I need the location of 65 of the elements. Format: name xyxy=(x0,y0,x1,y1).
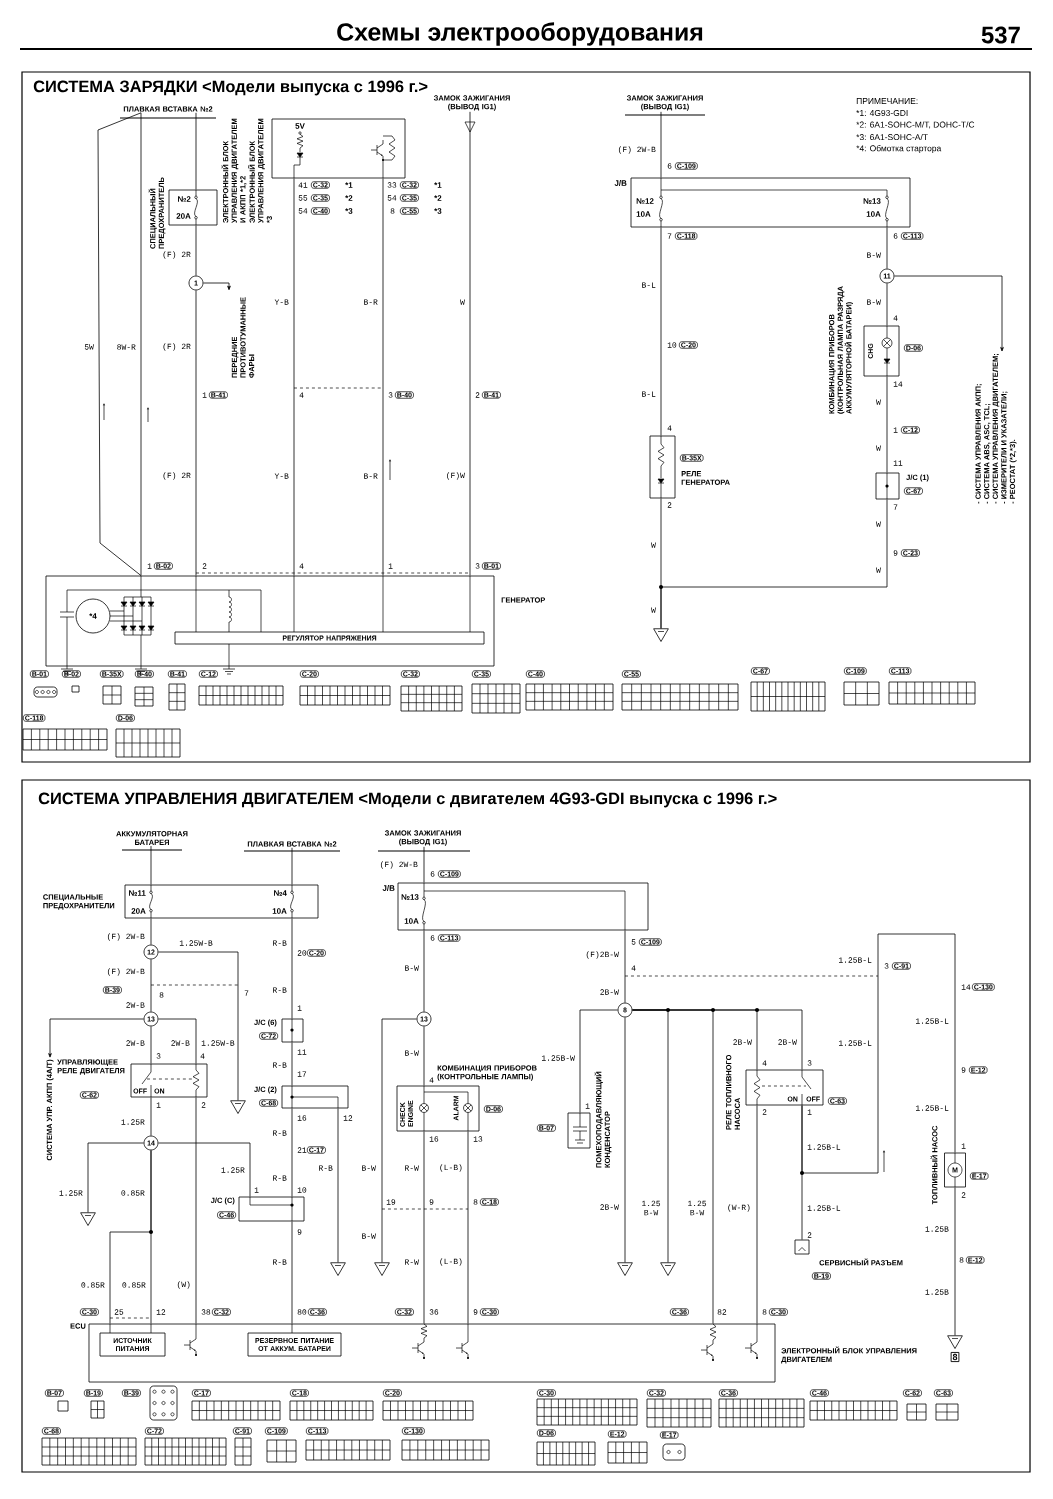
wire xyxy=(150,1097,152,1136)
wire xyxy=(660,111,662,178)
wire xyxy=(801,933,956,1174)
page-title: Схемы электрооборудования xyxy=(337,22,703,46)
wire xyxy=(624,930,626,1003)
section-heading: СИСТЕМА ЗАРЯДКИ <Модели выпуска с 1996 г.> xyxy=(33,80,428,96)
wire xyxy=(632,1009,803,1070)
wire xyxy=(291,918,293,1019)
wire xyxy=(195,1097,197,1324)
wire xyxy=(423,1131,425,1324)
ground-symbol xyxy=(330,1262,346,1276)
wire xyxy=(337,1108,339,1263)
wire xyxy=(158,1018,197,1064)
wire xyxy=(291,1042,293,1086)
wire xyxy=(109,1150,152,1324)
wire xyxy=(467,1131,469,1324)
wire xyxy=(158,1142,251,1197)
wire xyxy=(624,1017,626,1263)
wire xyxy=(293,178,295,576)
wire xyxy=(195,225,197,276)
wire xyxy=(382,178,384,576)
note-text: ПРИМЕЧАНИЕ: xyxy=(856,98,918,104)
ground-symbol xyxy=(80,1212,96,1226)
arrow xyxy=(203,282,231,291)
wire xyxy=(381,1018,417,1263)
wire xyxy=(158,951,239,1101)
note-text: *1: 4G93-GDI xyxy=(856,110,908,116)
note-text: *3: 6A1-SOHC-A/T xyxy=(856,133,928,141)
wire xyxy=(886,376,888,473)
wire xyxy=(195,290,197,576)
ground-symbol xyxy=(947,1335,963,1349)
wire xyxy=(886,227,888,269)
wire xyxy=(195,112,197,190)
ground-symbol xyxy=(617,1262,633,1276)
arrow xyxy=(894,275,1004,352)
note-text: *4: Обмотка стартора xyxy=(856,145,942,153)
wire xyxy=(954,1187,956,1336)
wire xyxy=(291,1221,293,1324)
wire xyxy=(150,918,152,945)
wire xyxy=(423,846,425,883)
wire xyxy=(423,930,425,1012)
section-heading: СИСТЕМА УПРАВЛЕНИЯ ДВИГАТЕЛЕМ <Модели с двигателем 4G93-GDI выпуска с 1996 г.> xyxy=(38,792,777,808)
ground-symbol xyxy=(660,1262,676,1276)
wire xyxy=(579,1009,618,1113)
wire xyxy=(291,1108,293,1197)
ground-symbol xyxy=(374,1262,390,1276)
wire xyxy=(660,499,888,629)
ground-symbol xyxy=(230,1100,246,1114)
wire xyxy=(97,112,142,576)
wire xyxy=(423,1026,425,1086)
wire xyxy=(291,847,293,885)
wire xyxy=(150,845,152,885)
note-text: *2: 6A1-SOHC-M/T, DOHC-T/C xyxy=(856,121,975,129)
ground-symbol xyxy=(653,628,669,642)
ground-number: 8 xyxy=(950,1352,960,1363)
wire xyxy=(756,1105,758,1324)
arrow xyxy=(48,1018,144,1058)
wire xyxy=(660,227,662,436)
wire xyxy=(150,959,152,1012)
wire xyxy=(150,1026,152,1064)
page-number: 537 xyxy=(981,26,1020,44)
wire xyxy=(87,1142,144,1213)
wire xyxy=(886,283,888,326)
wire xyxy=(140,112,142,576)
wire xyxy=(469,111,471,576)
